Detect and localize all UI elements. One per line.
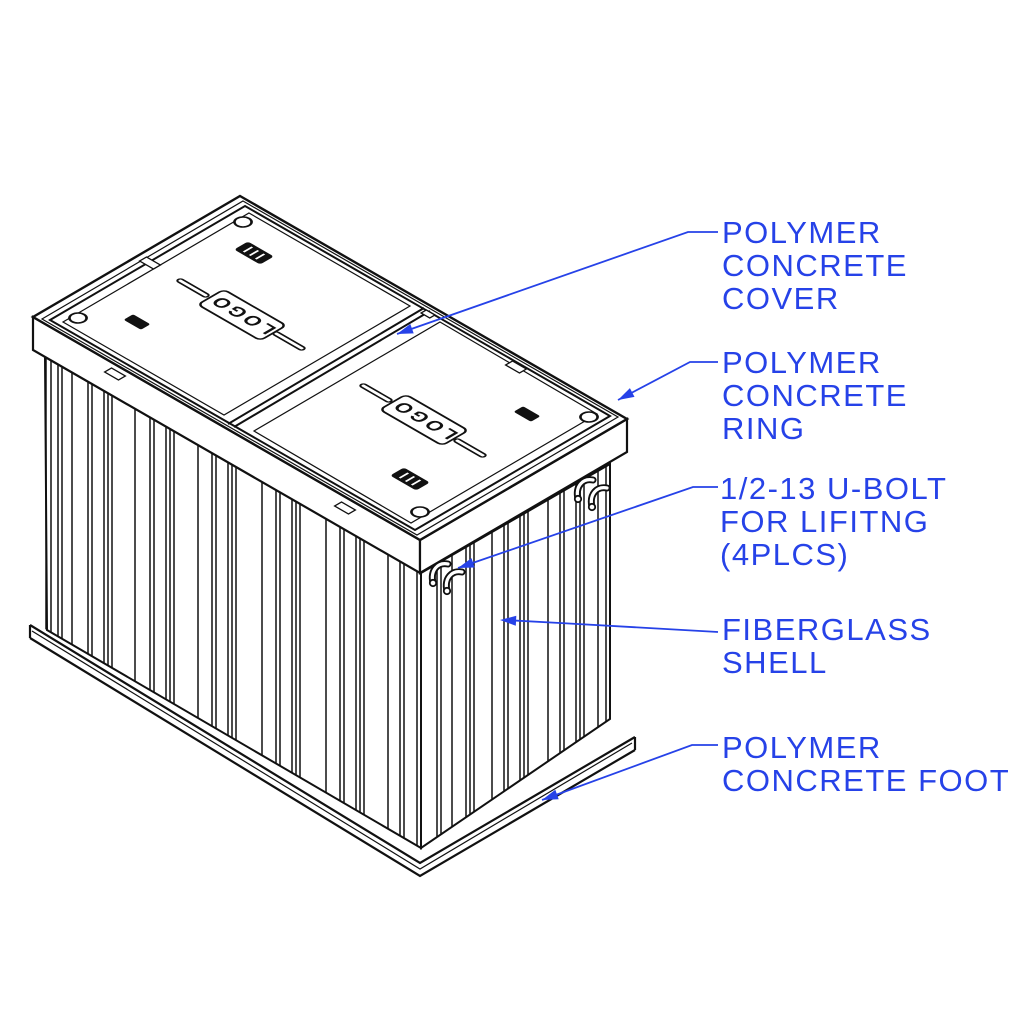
callout-line: POLYMER <box>722 345 882 380</box>
bolt-hole <box>233 216 253 228</box>
cover-left-recess <box>61 212 412 416</box>
u-bolt-leg-cap <box>428 578 438 588</box>
leader-ubolt <box>457 486 718 569</box>
callout-line: RING <box>722 411 806 446</box>
bolt-hole <box>410 506 430 518</box>
shell-right-wall <box>420 462 611 850</box>
pick-slot <box>453 438 487 458</box>
cover-gap-line-2 <box>233 310 431 428</box>
bolt-recess <box>514 406 540 422</box>
cover-gap-line-1 <box>227 307 425 425</box>
bolt-recess <box>124 314 150 330</box>
leader-cover <box>396 231 718 335</box>
ring-top-inner-line <box>40 200 620 536</box>
edge-tab <box>138 256 162 270</box>
vent-recess <box>235 242 273 264</box>
callout-line: 1/2-13 U-BOLT <box>720 471 948 506</box>
callout-leaders <box>396 231 719 801</box>
edge-tab <box>333 501 357 515</box>
leader-ubolt-arrowhead <box>458 558 475 568</box>
polymer-concrete-cover: LOGO LOGO <box>48 204 612 532</box>
callout-line: FOR LIFITNG <box>720 504 930 539</box>
shell-ribs-left <box>45 357 418 846</box>
leader-shell-arrowhead <box>500 615 517 626</box>
cover-right-recess <box>252 321 599 524</box>
u-bolt-front <box>428 560 466 596</box>
callout-line: COVER <box>722 281 840 316</box>
callout-line: POLYMER <box>722 730 882 765</box>
callout-line: FIBERGLASS <box>722 612 932 647</box>
u-bolt-leg-cap <box>442 586 452 596</box>
callout-polymer-concrete-cover: POLYMER CONCRETE COVER <box>722 216 908 315</box>
u-bolt-leg-cap <box>573 494 583 504</box>
leader-ring <box>617 361 718 401</box>
leader-shell <box>504 619 719 633</box>
callout-line: CONCRETE <box>722 248 908 283</box>
bolt-hole <box>579 411 599 423</box>
foot-top-edge <box>29 624 636 865</box>
callout-line: CONCRETE <box>722 378 908 413</box>
u-bolt-right <box>573 476 611 512</box>
gap-notch <box>419 309 437 319</box>
edge-tab <box>504 360 528 374</box>
callout-polymer-concrete-ring: POLYMER CONCRETE RING <box>722 346 908 445</box>
pick-slot <box>359 383 393 403</box>
u-bolt-leg-cap <box>587 502 597 512</box>
callout-line: POLYMER <box>722 215 882 250</box>
u-bolts <box>428 476 611 596</box>
leader-cover-arrowhead <box>397 324 414 334</box>
callout-line: (4PLCS) <box>720 537 850 572</box>
foot-chamfer-edge <box>31 630 633 870</box>
edge-tab <box>103 367 127 381</box>
callout-polymer-concrete-foot: POLYMER CONCRETE FOOT <box>722 731 1010 797</box>
callout-line: CONCRETE FOOT <box>722 763 1011 798</box>
leader-ring-arrowhead <box>618 388 635 400</box>
leader-foot-arrowhead <box>542 789 559 800</box>
callout-fiberglass-shell: FIBERGLASS SHELL <box>722 613 932 679</box>
callout-u-bolt: 1/2-13 U-BOLT FOR LIFITNG (4PLCS) <box>720 472 947 571</box>
bolt-hole <box>68 312 88 324</box>
callout-line: SHELL <box>722 645 828 680</box>
shell-ribs-right <box>436 466 607 838</box>
fiberglass-shell <box>43 355 611 850</box>
vent-recess <box>391 468 429 490</box>
leader-foot <box>541 744 718 801</box>
